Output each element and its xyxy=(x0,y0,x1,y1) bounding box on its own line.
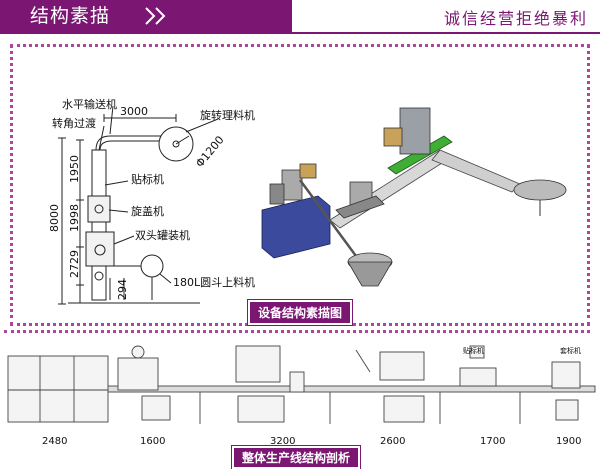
label-corner-transition: 转角过渡 xyxy=(52,117,96,130)
label-labeler: 贴标机 xyxy=(131,173,164,186)
segment-6: 1900 xyxy=(556,436,582,447)
header-slogan-block: 诚信经营拒绝暴利 xyxy=(292,0,600,32)
segment-5: 1700 xyxy=(480,436,506,447)
mini-label-labeler: 贴标机 xyxy=(463,347,484,355)
slogan: 诚信经营拒绝暴利 xyxy=(443,9,588,28)
label-rotary-sorter: 旋转理料机 xyxy=(200,109,255,122)
segment-4: 2600 xyxy=(380,436,406,447)
segment-3: 3200 xyxy=(270,436,296,447)
label-hopper-loader: 180L圆斗上料机 xyxy=(173,276,256,289)
header-title-block: 结构素描 xyxy=(0,0,292,32)
production-line-frame xyxy=(4,330,590,333)
segment-2: 1600 xyxy=(140,436,166,447)
sketch-caption: 设备结构素描图 xyxy=(248,300,353,325)
mini-label-sleever: 套标机 xyxy=(560,347,581,355)
production-line-caption: 整体生产线结构剖析 xyxy=(232,446,361,469)
label-double-filler: 双头罐装机 xyxy=(135,229,190,242)
dim-top-width: 3000 xyxy=(120,105,148,118)
header-divider xyxy=(0,32,600,34)
double-chevron-icon xyxy=(145,7,166,25)
label-horizontal-conveyor: 水平输送机 xyxy=(62,98,117,111)
page-title: 结构素描 xyxy=(30,5,111,27)
header-bar: 结构素描 诚信经营拒绝暴利 xyxy=(0,0,600,34)
label-capper: 旋盖机 xyxy=(131,205,164,218)
segment-1: 2480 xyxy=(42,436,68,447)
